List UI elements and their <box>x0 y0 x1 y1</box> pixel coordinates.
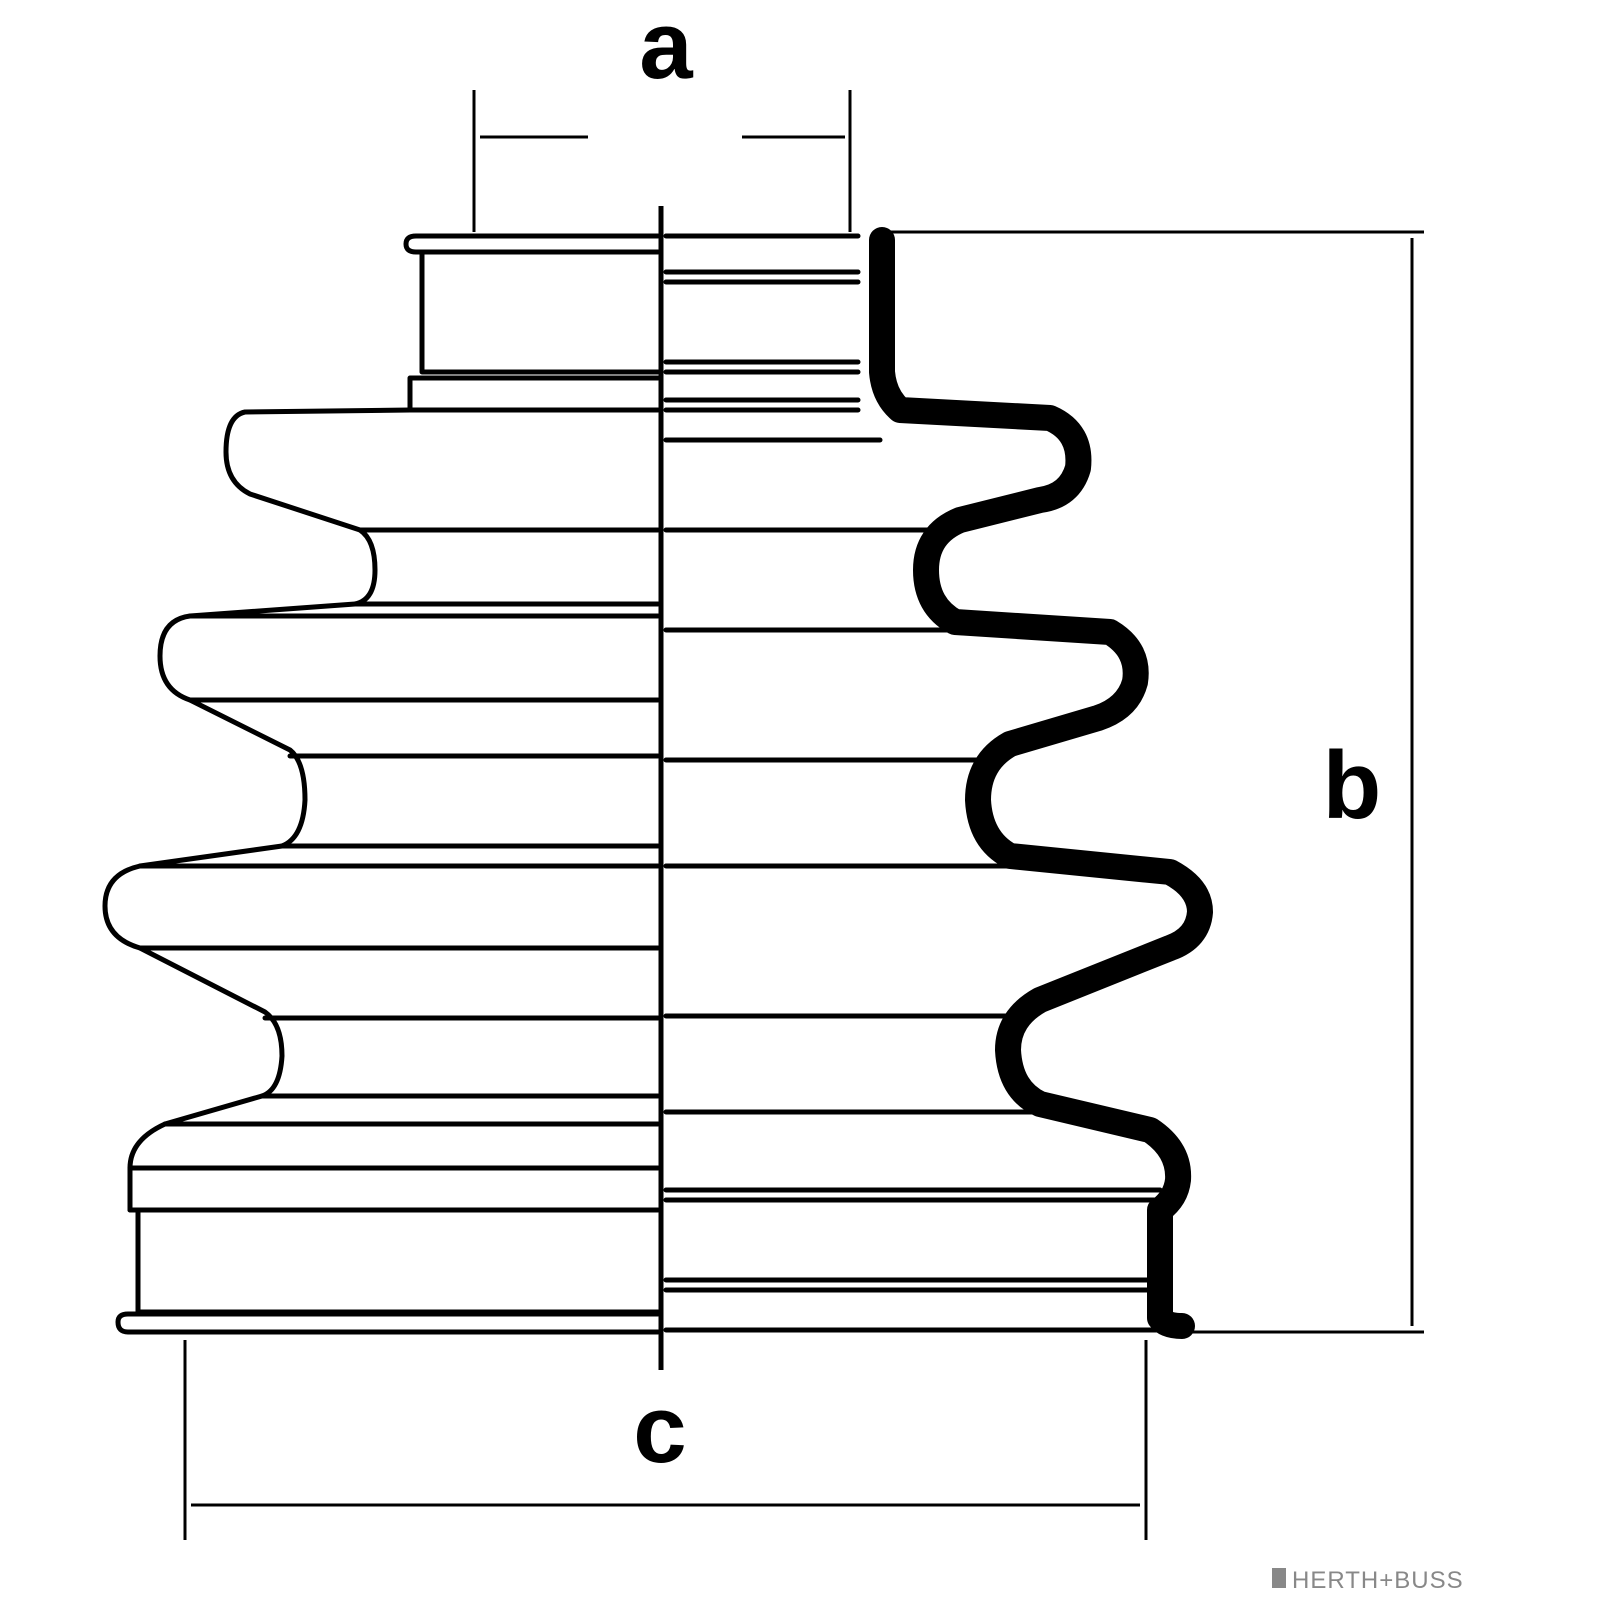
brand-logo: HERTH+BUSS <box>1272 1567 1464 1594</box>
boot-right-wall <box>869 227 1213 1339</box>
dimension-c-label: c <box>633 1376 686 1483</box>
dimension-b <box>890 230 1424 1334</box>
brand-logo-mark <box>1272 1568 1286 1588</box>
dimension-a-label: a <box>639 0 693 99</box>
brand-logo-text: HERTH+BUSS <box>1292 1567 1464 1594</box>
boot-left-outline <box>102 233 661 1335</box>
dimension-b-label: b <box>1323 732 1382 839</box>
dimension-a <box>472 90 852 232</box>
dimension-c <box>183 1340 1148 1540</box>
